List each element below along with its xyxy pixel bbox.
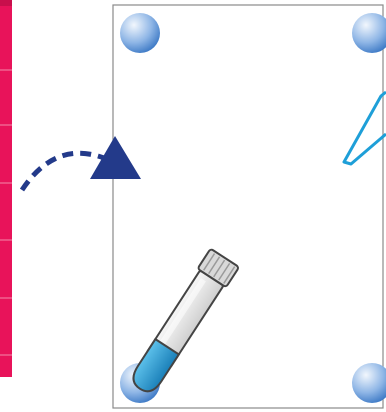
tube-highlight <box>154 278 206 354</box>
instrument-top-edge <box>0 0 12 6</box>
mounting-disc-icon <box>352 13 386 53</box>
instrument-body <box>0 0 12 412</box>
cap-ridge <box>218 262 231 281</box>
tube-liquid <box>132 337 181 393</box>
dashed-curved-arrow-icon <box>19 150 105 192</box>
instrument-gap-edge <box>0 376 12 377</box>
sample-tube-icon <box>132 248 239 393</box>
cap-ridge <box>208 256 221 275</box>
mounting-disc-icon <box>352 363 386 403</box>
mounting-disc-icon <box>120 13 160 53</box>
dashed-arrow-path <box>19 150 105 192</box>
magenta-instrument-panel <box>0 0 12 412</box>
triangle-arrowhead-icon <box>90 136 141 179</box>
wire-loop-icon <box>342 90 386 166</box>
cap-ridge <box>213 259 226 278</box>
instrument-gap <box>0 376 12 412</box>
cap-ridge <box>223 266 236 284</box>
cap-ridge <box>203 253 216 271</box>
